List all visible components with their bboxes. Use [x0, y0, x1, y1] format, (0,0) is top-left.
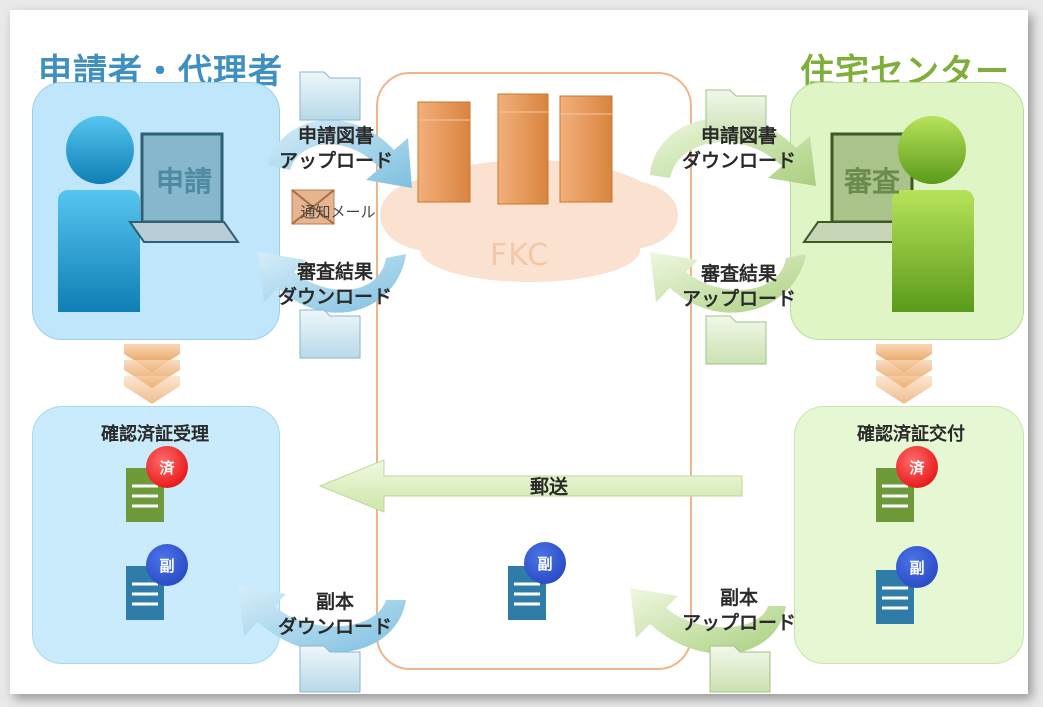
folder-icon [705, 89, 767, 139]
laptop-icon [128, 132, 240, 243]
download-docs-label: 申請図書 ダウンロード [681, 125, 796, 172]
mail-icon [291, 189, 335, 225]
download-arrow-icon [258, 252, 406, 313]
copy-badge: 副 [524, 542, 566, 584]
copy-upload-arrow-icon [630, 588, 786, 654]
mail-post-label: 郵送 [530, 476, 569, 498]
diagram-canvas: 申請者・代理者 住宅センター [10, 10, 1028, 694]
download-results-label: 審査結果 ダウンロード [277, 261, 392, 308]
center-screen-label: 審査 [844, 165, 901, 198]
upload-results-label: 審査結果 アップロード [681, 263, 796, 310]
upload-arrow-icon [268, 120, 412, 188]
down-chevrons-icon [124, 344, 180, 404]
diagram-graphics [58, 71, 974, 693]
folder-icon [299, 309, 361, 359]
folder-icon [299, 71, 361, 121]
copy-badge: 副 [146, 544, 188, 586]
folder-icon [709, 645, 771, 693]
copy-badge: 副 [896, 546, 938, 588]
done-badge: 済 [146, 446, 188, 488]
folder-icon [299, 645, 361, 693]
download-arrow-icon [650, 117, 816, 186]
upload-arrow-icon [650, 252, 806, 313]
upload-copy-label: 副本 アップロード [681, 587, 796, 634]
applicant-person-icon [58, 116, 140, 312]
center-person-icon [892, 116, 974, 312]
folder-icon [705, 315, 767, 365]
server-icon [417, 93, 613, 205]
applicant-screen-label: 申請 [156, 165, 213, 198]
issue-title: 確認済証交付 [857, 424, 965, 445]
copy-download-arrow-icon [238, 586, 406, 653]
download-copy-label: 副本 ダウンロード [277, 591, 392, 638]
upload-docs-label: 申請図書 アップロード [278, 125, 393, 172]
post-arrow-icon [318, 459, 743, 513]
down-chevrons-icon [876, 344, 932, 404]
done-badge: 済 [896, 446, 938, 488]
fkc-label: FKC [490, 238, 550, 273]
receipt-title: 確認済証受理 [101, 424, 209, 445]
notify-mail-label: 通知メール [300, 203, 376, 221]
